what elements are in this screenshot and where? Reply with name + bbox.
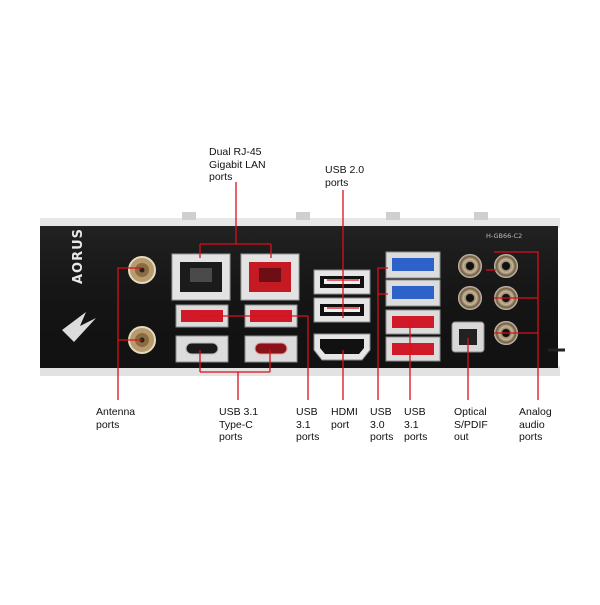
usb20-port-top — [313, 269, 371, 295]
usb30-port-2 — [385, 279, 441, 307]
label-analog-audio: Analog audio ports — [519, 406, 552, 443]
usb31-port-stack-1 — [385, 309, 441, 335]
audio-jack-1 — [458, 254, 482, 278]
rj45-port-2 — [240, 253, 300, 301]
rj45-port-1 — [171, 253, 231, 301]
typec-port-2 — [244, 335, 298, 363]
label-usb30-ports: USB 3.0 ports — [370, 406, 394, 443]
audio-jack-3 — [458, 286, 482, 310]
label-hdmi-port: HDMI port — [331, 406, 358, 431]
callout-usb31a — [200, 315, 309, 400]
label-antenna-ports: Antenna ports — [96, 406, 136, 431]
callout-usb30 — [377, 267, 388, 400]
shield-bottom-edge — [40, 366, 560, 376]
audio-jack-2 — [494, 254, 518, 278]
brand-wordmark: AORUS — [71, 228, 86, 284]
hdmi-port — [313, 333, 371, 361]
callout-lines — [117, 182, 539, 400]
usb20-port-bottom — [313, 297, 371, 323]
callout-typec — [200, 371, 270, 400]
label-lan-ports: Dual RJ-45 Gigabit LAN ports — [209, 146, 266, 183]
callout-usb20-ticks — [327, 279, 359, 309]
callout-typec-drops — [199, 350, 271, 372]
callout-usb31b — [409, 322, 414, 400]
eagle-logo-icon — [62, 312, 96, 342]
model-code: H-GB66-C2 — [486, 232, 522, 240]
label-optical-spdif: Optical S/PDIF out — [454, 406, 488, 443]
label-typec-ports: USB 3.1 Type-C ports — [219, 406, 259, 443]
shield-tab — [386, 212, 400, 220]
optical-spdif-port — [451, 321, 485, 353]
callout-antenna — [117, 267, 142, 400]
label-usb20-ports: USB 2.0 ports — [325, 164, 365, 189]
label-usb31-ports-right: USB 3.1 ports — [404, 406, 428, 443]
callout-audio — [486, 251, 539, 400]
shield-tab — [182, 212, 196, 220]
label-usb31-ports-left: USB 3.1 ports — [296, 406, 320, 443]
shield-tab — [474, 212, 488, 220]
callout-lan-drops — [199, 244, 272, 258]
typec-port-1 — [175, 335, 229, 363]
shield-tab — [296, 212, 310, 220]
antenna-connector-top — [128, 256, 156, 284]
aorus-logo: AORUS — [62, 228, 96, 342]
usb30-port-1 — [385, 251, 441, 279]
shield-top-edge — [40, 218, 560, 228]
usb31-port-stack-2 — [385, 336, 441, 362]
